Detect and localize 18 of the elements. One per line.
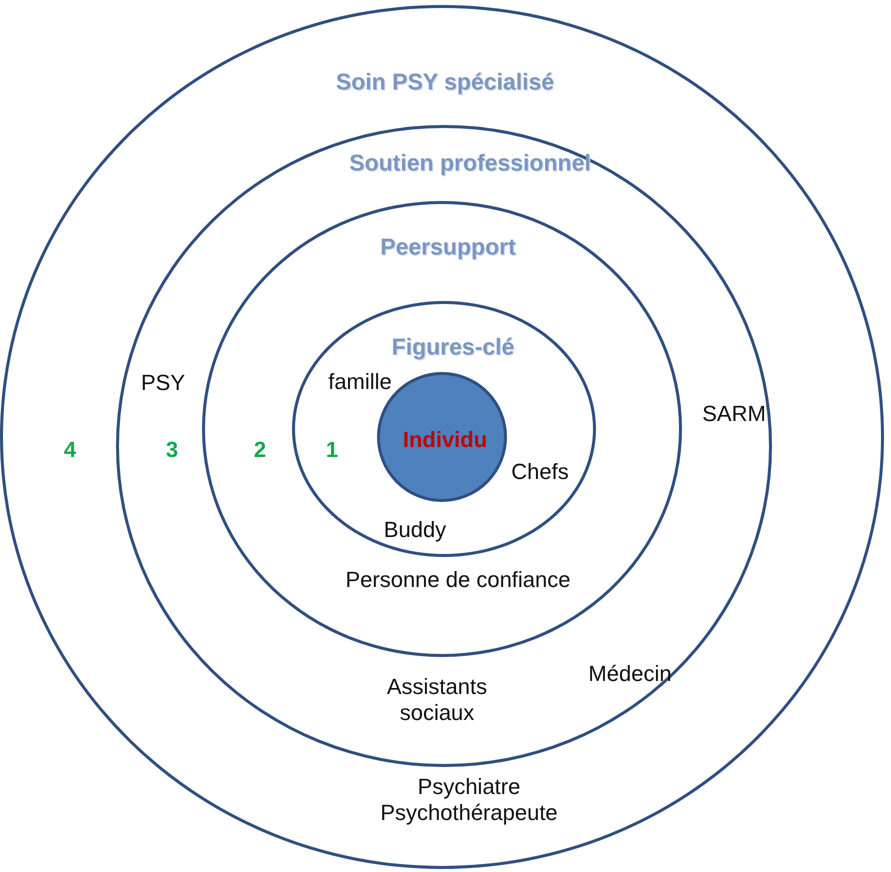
role-label: SARM xyxy=(702,401,766,427)
ring-heading: Peersupport xyxy=(380,234,516,260)
role-label: Personne de confiance xyxy=(345,567,571,593)
level-number: 1 xyxy=(326,437,338,463)
role-label: PSY xyxy=(140,370,186,396)
level-number: 3 xyxy=(166,437,178,463)
ring-heading: Soutien professionnel xyxy=(349,150,591,176)
ring-heading: Soin PSY spécialisé xyxy=(336,68,554,96)
role-label: Médecin xyxy=(588,661,672,687)
role-label: Buddy xyxy=(384,517,446,543)
role-label: Chefs xyxy=(511,459,569,485)
role-label: Psychiatre Psychothérapeute xyxy=(379,774,559,826)
role-label: Assistants sociaux xyxy=(386,674,488,726)
center-label: Individu xyxy=(402,427,488,453)
ring-heading: Figures-clé xyxy=(392,334,514,360)
level-number: 2 xyxy=(254,437,266,463)
level-number: 4 xyxy=(64,437,76,463)
role-label: famille xyxy=(328,369,392,395)
